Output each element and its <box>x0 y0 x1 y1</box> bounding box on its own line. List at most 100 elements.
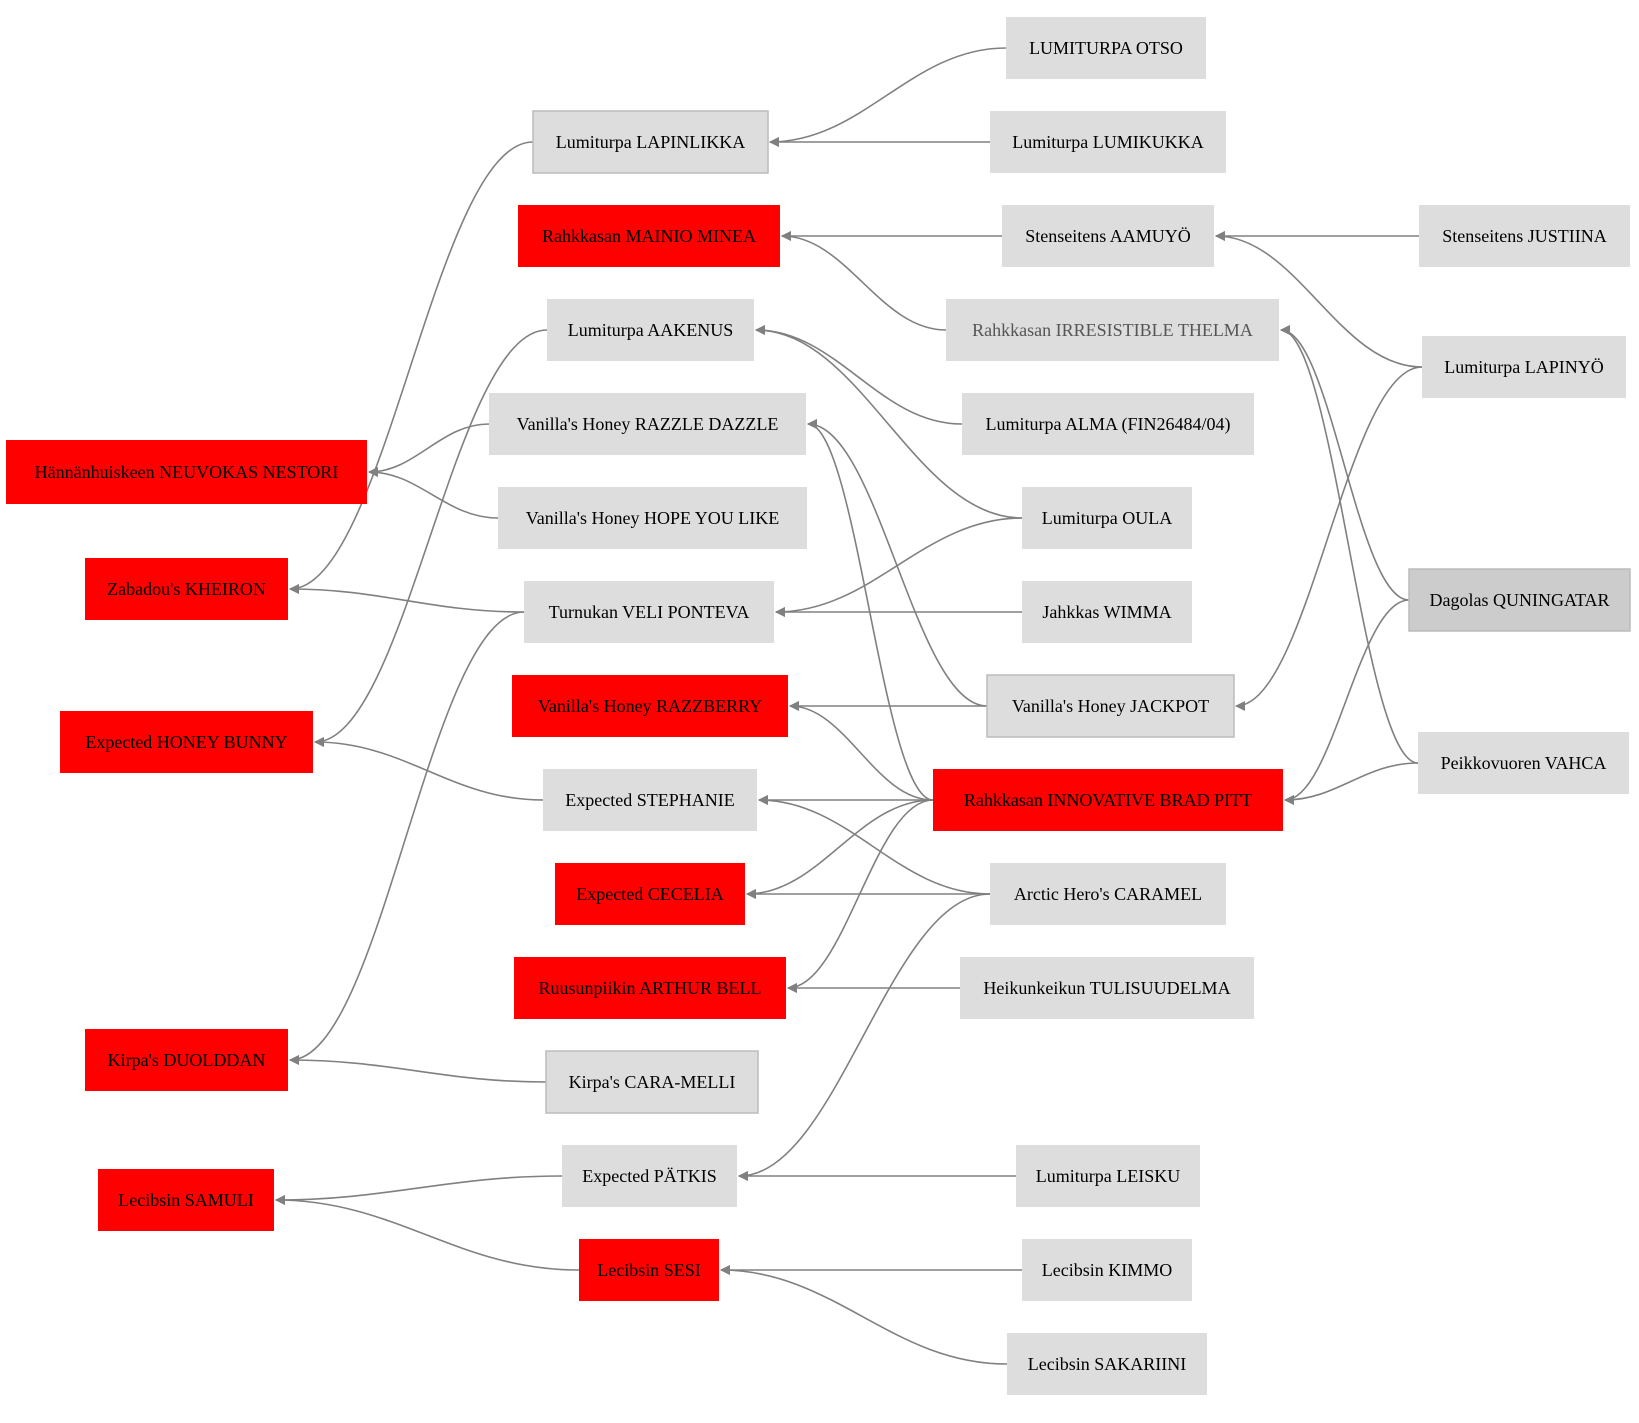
node-label: Stenseitens JUSTIINA <box>1442 226 1607 246</box>
node-label: Dagolas QUNINGATAR <box>1429 590 1609 610</box>
node-box <box>579 1239 719 1301</box>
node-bradpitt: Rahkkasan INNOVATIVE BRAD PITT <box>933 769 1283 831</box>
node-label: Rahkkasan MAINIO MINEA <box>542 226 756 246</box>
node-thelma: Rahkkasan IRRESISTIBLE THELMA <box>946 299 1279 361</box>
node-lumikukka: Lumiturpa LUMIKUKKA <box>990 111 1226 173</box>
node-box <box>1022 1239 1192 1301</box>
edge-bradpitt-to-razzberry <box>789 701 934 801</box>
node-caramel: Arctic Hero's CARAMEL <box>990 863 1226 925</box>
node-label: Arctic Hero's CARAMEL <box>1014 884 1202 904</box>
node-label: Vanilla's Honey RAZZLE DAZZLE <box>517 414 779 434</box>
node-leisku: Lumiturpa LEISKU <box>1016 1145 1200 1207</box>
node-label: Expected STEPHANIE <box>565 790 734 810</box>
node-label: Turnukan VELI PONTEVA <box>549 602 750 622</box>
node-label: Hännänhuiskeen NEUVOKAS NESTORI <box>35 462 339 482</box>
node-label: Lecibsin SESI <box>597 1260 701 1280</box>
edge-quningatar-to-thelma <box>1280 325 1410 601</box>
node-box <box>1007 1333 1207 1395</box>
node-duolddan: Kirpa's DUOLDDAN <box>85 1029 288 1091</box>
node-razzle: Vanilla's Honey RAZZLE DAZZLE <box>489 393 806 455</box>
edge-lapinyo-to-aamuyo <box>1215 231 1423 368</box>
node-box <box>1422 336 1626 398</box>
node-tulisuudelma: Heikunkeikun TULISUUDELMA <box>960 957 1254 1019</box>
node-vahca: Peikkovuoren VAHCA <box>1418 732 1629 794</box>
node-box <box>547 299 754 361</box>
node-label: Stenseitens AAMUYÖ <box>1025 226 1191 246</box>
edge-stephanie-to-honeybunny <box>314 737 544 801</box>
edge-bradpitt-to-arthur <box>787 799 934 993</box>
node-minea: Rahkkasan MAINIO MINEA <box>518 205 780 267</box>
node-aakenus: Lumiturpa AAKENUS <box>547 299 754 361</box>
node-label: Peikkovuoren VAHCA <box>1441 753 1607 773</box>
node-razzberry: Vanilla's Honey RAZZBERRY <box>512 675 788 737</box>
edge-lapinyo-to-jackpot <box>1235 366 1423 711</box>
node-label: Expected CECELIA <box>576 884 723 904</box>
edge-razzle-to-nestori <box>368 423 490 477</box>
node-box <box>933 769 1283 831</box>
node-label: Lumiturpa LUMIKUKKA <box>1012 132 1203 152</box>
node-box <box>1016 1145 1200 1207</box>
node-label: Vanilla's Honey HOPE YOU LIKE <box>526 508 780 528</box>
node-nestori: Hännänhuiskeen NEUVOKAS NESTORI <box>6 440 367 504</box>
node-kimmo: Lecibsin KIMMO <box>1022 1239 1192 1301</box>
node-box <box>1419 205 1630 267</box>
node-box <box>543 769 757 831</box>
node-label: Lumiturpa LAPINYÖ <box>1444 357 1603 377</box>
node-cecelia: Expected CECELIA <box>555 863 745 925</box>
node-quningatar: Dagolas QUNINGATAR <box>1408 568 1631 632</box>
node-box <box>990 111 1226 173</box>
node-otso: LUMITURPA OTSO <box>1006 17 1206 79</box>
edge-otso-to-lapinlikka <box>769 47 1007 147</box>
node-hope: Vanilla's Honey HOPE YOU LIKE <box>498 487 807 549</box>
node-label: Lecibsin SAKARIINI <box>1028 1354 1186 1374</box>
node-label: Heikunkeikun TULISUUDELMA <box>983 978 1230 998</box>
node-honeybunny: Expected HONEY BUNNY <box>60 711 313 773</box>
node-stephanie: Expected STEPHANIE <box>543 769 757 831</box>
node-caramelli: Kirpa's CARA-MELLI <box>545 1050 759 1114</box>
node-box <box>555 863 745 925</box>
node-label: Kirpa's CARA-MELLI <box>569 1072 736 1092</box>
node-box <box>1002 205 1214 267</box>
node-box <box>1418 732 1629 794</box>
node-label: Jahkkas WIMMA <box>1042 602 1171 622</box>
node-box <box>562 1145 737 1207</box>
edge-caramel-to-stephanie <box>758 795 991 895</box>
edge-sakariini-to-sesi <box>720 1265 1008 1365</box>
edge-quningatar-to-bradpitt <box>1284 599 1410 805</box>
node-label: Ruusunpiikin ARTHUR BELL <box>539 978 762 998</box>
node-justiina: Stenseitens JUSTIINA <box>1419 205 1630 267</box>
node-box <box>1022 581 1192 643</box>
edges-layer <box>275 47 1423 1365</box>
node-box <box>518 205 780 267</box>
edge-jackpot-to-razzle <box>807 419 988 707</box>
node-label: Expected HONEY BUNNY <box>85 732 287 752</box>
edge-patkis-to-samuli <box>275 1175 563 1205</box>
node-label: Lumiturpa OULA <box>1042 508 1172 528</box>
node-box <box>545 1050 759 1114</box>
node-aamuyo: Stenseitens AAMUYÖ <box>1002 205 1214 267</box>
node-label: Rahkkasan IRRESISTIBLE THELMA <box>972 320 1253 340</box>
node-box <box>532 110 769 174</box>
node-box <box>946 299 1279 361</box>
edge-oula-to-aakenus <box>755 325 1023 519</box>
node-box <box>986 674 1235 738</box>
edge-ponteva-to-duolddan <box>289 611 525 1065</box>
node-label: Lumiturpa ALMA (FIN26484/04) <box>986 414 1231 435</box>
node-box <box>489 393 806 455</box>
node-wimma: Jahkkas WIMMA <box>1022 581 1192 643</box>
node-label: Vanilla's Honey JACKPOT <box>1012 696 1209 716</box>
edge-sesi-to-samuli <box>275 1195 580 1271</box>
node-label: Vanilla's Honey RAZZBERRY <box>538 696 762 716</box>
node-box <box>962 393 1254 455</box>
node-ponteva: Turnukan VELI PONTEVA <box>524 581 774 643</box>
node-box <box>498 487 807 549</box>
edge-vahca-to-thelma <box>1280 325 1419 764</box>
node-samuli: Lecibsin SAMULI <box>98 1169 274 1231</box>
node-label: Lecibsin KIMMO <box>1042 1260 1172 1280</box>
node-label: Lumiturpa LEISKU <box>1036 1166 1180 1186</box>
node-label: Rahkkasan INNOVATIVE BRAD PITT <box>964 790 1252 810</box>
edge-oula-to-ponteva <box>775 517 1023 617</box>
node-label: Lumiturpa LAPINLIKKA <box>556 132 745 152</box>
node-box <box>1408 568 1631 632</box>
